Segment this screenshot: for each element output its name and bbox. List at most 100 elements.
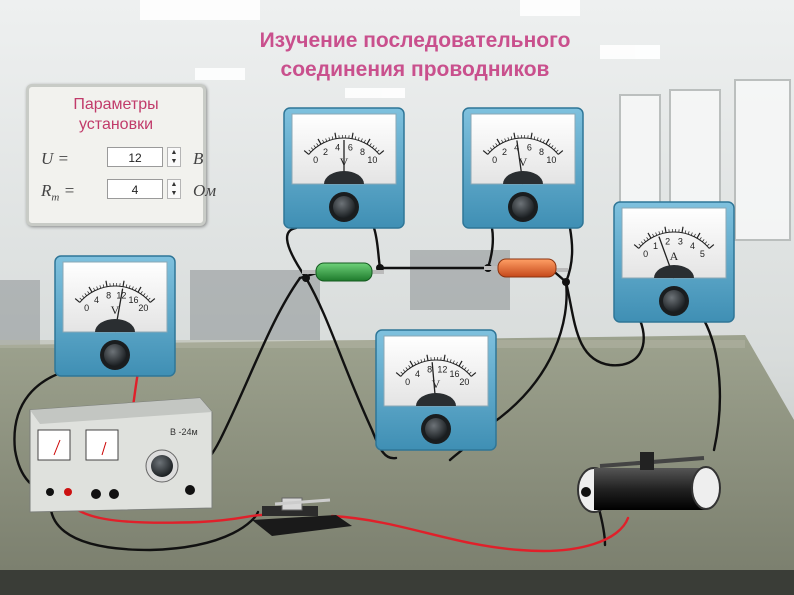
meter-minor-tick xyxy=(354,136,357,140)
resistor-orange[interactable] xyxy=(484,258,568,278)
resistance-down-arrow-icon[interactable]: ▼ xyxy=(170,190,178,197)
resistance-unit: Ом xyxy=(193,181,217,200)
meter-tick-label: 8 xyxy=(539,147,544,157)
meter-tick-label: 0 xyxy=(643,249,648,259)
resistance-input[interactable]: 4 xyxy=(107,179,163,199)
meter-tick-label: 0 xyxy=(313,155,318,165)
meter-minor-tick xyxy=(369,143,372,147)
ps-terminal-negative[interactable] xyxy=(46,488,54,496)
meter-minor-tick xyxy=(405,367,408,370)
meter-major-tick xyxy=(458,360,463,367)
meter-minor-tick xyxy=(501,139,504,143)
meter-minor-tick xyxy=(423,358,426,362)
meter-tick-label: 2 xyxy=(665,237,670,247)
rheostat[interactable] xyxy=(577,452,721,513)
meter-minor-tick xyxy=(690,232,693,236)
meter-tick-label: 20 xyxy=(138,303,148,313)
meter-zero-knob[interactable] xyxy=(104,344,126,366)
meter-minor-tick xyxy=(487,149,491,153)
page-title: Изучение последовательного соединения пр… xyxy=(220,26,610,84)
meter-scale-arc xyxy=(487,137,559,155)
meter-minor-tick xyxy=(684,230,687,234)
ps-terminal-positive[interactable] xyxy=(64,488,72,496)
meter-minor-tick xyxy=(455,361,458,365)
meter-minor-tick xyxy=(414,361,417,365)
resistance-row: Rт = 4 ▲ ▼ Ом xyxy=(41,179,216,203)
meter-minor-tick xyxy=(555,149,559,153)
voltage-down-arrow-icon[interactable]: ▼ xyxy=(170,158,178,165)
meter-major-tick xyxy=(366,138,371,145)
meter-minor-tick xyxy=(693,233,696,237)
meter-major-tick xyxy=(303,150,310,155)
meter-tick-label: 2 xyxy=(323,147,328,157)
meter-zero-knob[interactable] xyxy=(333,196,355,218)
voltage-up-arrow-icon[interactable]: ▲ xyxy=(170,149,178,156)
ps-gauge-left xyxy=(37,429,71,461)
resistance-up-arrow-icon[interactable]: ▲ xyxy=(170,181,178,188)
title-line-2: соединения проводников xyxy=(280,58,550,81)
meter-major-tick xyxy=(647,232,652,239)
meter-major-tick xyxy=(378,150,385,155)
meter-tick-label: 4 xyxy=(690,241,695,251)
meter-minor-tick xyxy=(322,139,325,143)
meter-zero-knob[interactable] xyxy=(663,290,685,312)
meter-minor-tick xyxy=(84,293,87,296)
parameters-heading-line-1: Параметры xyxy=(73,96,159,113)
voltage-input[interactable]: 12 xyxy=(107,147,163,167)
meter-zero-knob[interactable] xyxy=(425,418,447,440)
meter-minor-tick xyxy=(510,136,513,140)
meter-tick-label: 4 xyxy=(94,295,99,305)
meter-minor-tick xyxy=(643,239,646,242)
meter-minor-tick xyxy=(79,297,83,301)
meter-minor-tick xyxy=(125,284,128,288)
voltage-spinner[interactable]: ▲ ▼ xyxy=(167,147,181,167)
meter-tick-label: 12 xyxy=(437,365,447,375)
resistor-green[interactable] xyxy=(302,262,384,282)
meter-minor-tick xyxy=(638,243,642,247)
meter-minor-tick xyxy=(466,369,470,373)
meter-minor-tick xyxy=(313,145,316,148)
meter-minor-tick xyxy=(96,286,99,290)
voltage-unit: В xyxy=(193,149,204,168)
meter-minor-tick xyxy=(658,231,661,235)
meter-minor-tick xyxy=(408,365,411,369)
resistance-label: Rт = xyxy=(41,181,75,203)
meter-tick-label: 8 xyxy=(106,291,111,301)
ps-voltage-knob[interactable] xyxy=(151,455,173,477)
meter-minor-tick xyxy=(143,293,146,296)
meter-minor-tick xyxy=(539,138,542,142)
meter-major-tick xyxy=(530,132,533,139)
meter-minor-tick xyxy=(504,138,507,142)
meter-tick-label: 4 xyxy=(335,143,340,153)
meter-minor-tick xyxy=(492,145,495,148)
meter-minor-tick xyxy=(400,371,404,375)
meter-major-tick xyxy=(105,280,108,287)
meter-minor-tick xyxy=(553,147,557,151)
meter-scale-arc xyxy=(400,359,472,377)
meter-minor-tick xyxy=(131,286,134,290)
meter-major-tick xyxy=(137,286,142,293)
meter-minor-tick xyxy=(310,147,314,151)
meter-minor-tick xyxy=(140,291,143,295)
meter-minor-tick xyxy=(495,143,498,147)
meter-major-tick xyxy=(122,280,125,287)
meter-tick-label: 16 xyxy=(128,295,138,305)
meter-minor-tick xyxy=(646,237,649,241)
rheostat-slider[interactable] xyxy=(640,452,654,470)
meter-major-tick xyxy=(149,298,156,303)
meter-minor-tick xyxy=(316,143,319,147)
voltage-label: U = xyxy=(41,149,69,168)
meter-zero-knob[interactable] xyxy=(512,196,534,218)
resistance-label-symbol: R xyxy=(41,181,52,200)
power-supply[interactable]: В -24м xyxy=(29,397,213,513)
meter-minor-tick xyxy=(536,137,539,141)
meter-minor-tick xyxy=(308,149,312,153)
meter-minor-tick xyxy=(446,358,449,362)
meter-tick-label: 20 xyxy=(459,377,469,387)
meter-tick-label: 5 xyxy=(700,249,705,259)
switch[interactable] xyxy=(252,497,352,536)
resistance-spinner[interactable]: ▲ ▼ xyxy=(167,179,181,199)
meter-minor-tick xyxy=(449,359,452,363)
meter-minor-tick xyxy=(704,241,708,245)
